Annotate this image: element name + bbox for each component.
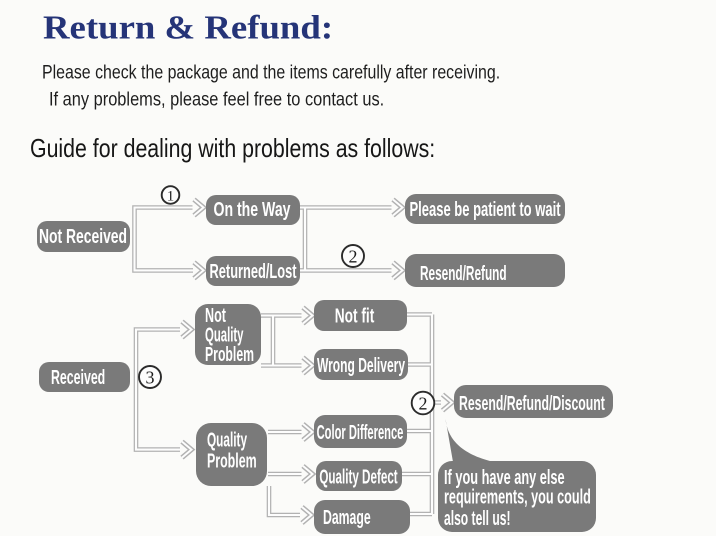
svg-text:Not Received: Not Received — [39, 224, 127, 247]
svg-text:Quality: Quality — [207, 429, 248, 451]
svg-text:Return & Refund:: Return & Refund: — [43, 8, 333, 46]
svg-text:3: 3 — [146, 368, 155, 388]
svg-text:Quality Defect: Quality Defect — [319, 466, 398, 488]
svg-text:Damage: Damage — [323, 506, 371, 529]
svg-text:On the Way: On the Way — [213, 198, 290, 221]
svg-text:Guide for dealing with problem: Guide for dealing with problems as follo… — [30, 134, 435, 162]
svg-text:Wrong Delivery: Wrong Delivery — [317, 355, 406, 377]
svg-text:Not fit: Not fit — [335, 304, 375, 327]
svg-text:Problem: Problem — [205, 343, 254, 366]
svg-text:2: 2 — [349, 247, 358, 267]
svg-text:Returned/Lost: Returned/Lost — [210, 260, 297, 283]
svg-text:Problem: Problem — [207, 449, 257, 472]
svg-text:2: 2 — [419, 394, 428, 414]
svg-text:Resend/Refund/Discount: Resend/Refund/Discount — [459, 392, 605, 415]
svg-text:Color Difference: Color Difference — [317, 422, 404, 444]
svg-text:If any problems, please feel f: If any problems, please feel free to con… — [49, 88, 384, 109]
svg-text:Resend/Refund: Resend/Refund — [420, 263, 507, 285]
svg-text:also tell us!: also tell us! — [444, 507, 511, 530]
svg-text:1: 1 — [167, 189, 175, 205]
svg-text:requirements, you could: requirements, you could — [444, 486, 591, 509]
svg-text:Not: Not — [205, 304, 226, 327]
svg-text:Please be patient to wait: Please be patient to wait — [409, 198, 560, 221]
svg-text:If you have any else: If you have any else — [444, 466, 565, 489]
svg-text:Please check the package and t: Please check the package and the items c… — [42, 61, 500, 83]
svg-text:Quality: Quality — [205, 324, 243, 346]
svg-text:Received: Received — [51, 366, 105, 389]
